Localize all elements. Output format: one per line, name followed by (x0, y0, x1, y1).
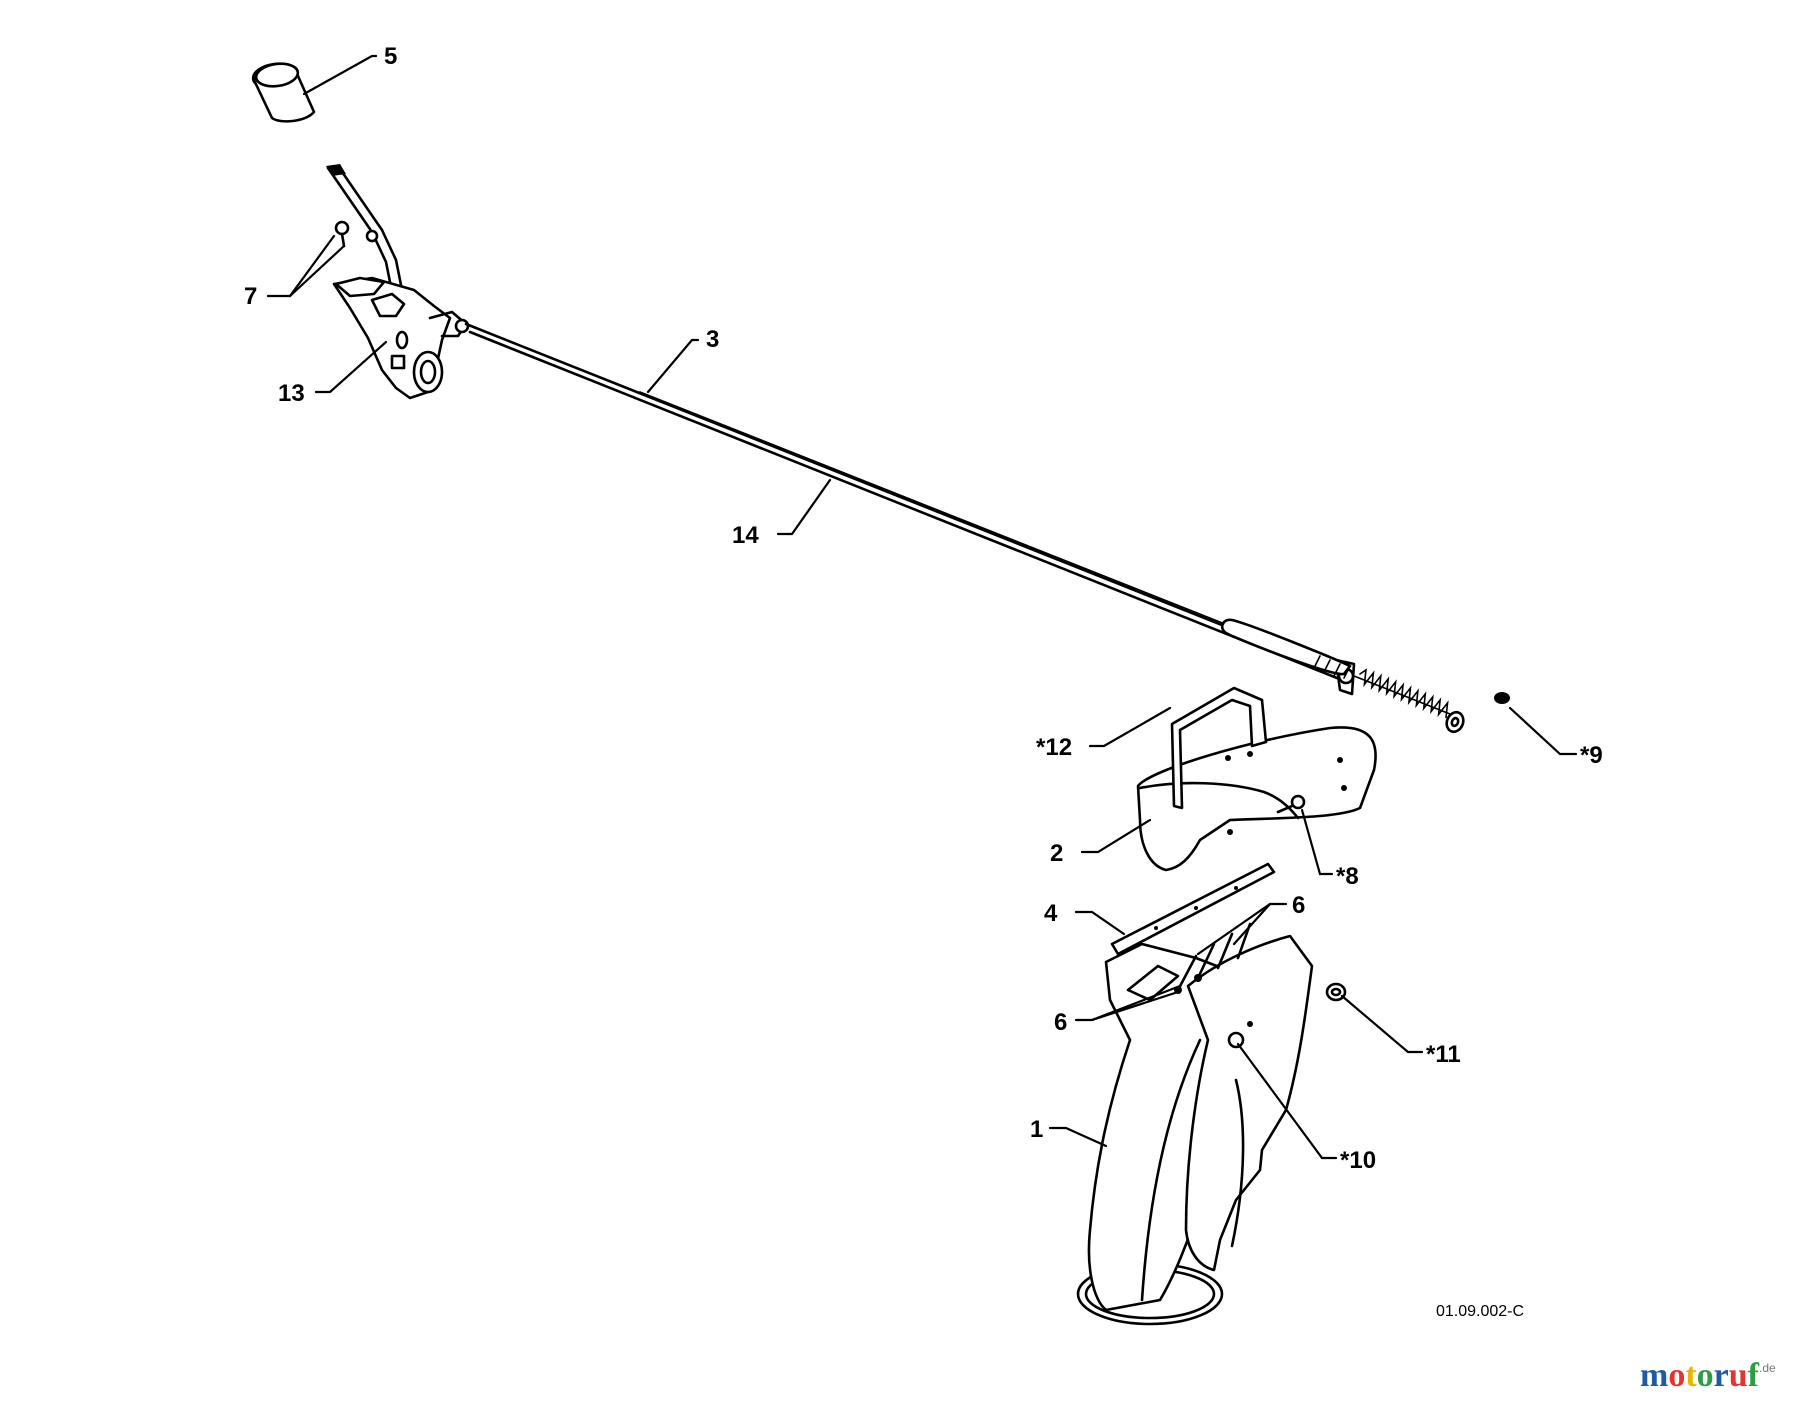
callout-6-lower: 6 (1054, 1009, 1067, 1036)
callout-12: *12 (1036, 734, 1072, 761)
callout-13: 13 (278, 380, 305, 407)
callout-1: 1 (1030, 1116, 1043, 1143)
part-lever-rod (326, 164, 404, 294)
cable-end-spring (1334, 658, 1465, 734)
callout-8: *8 (1336, 863, 1359, 890)
drawing-code: 01.09.002-C (1436, 1303, 1524, 1320)
callout-3: 3 (706, 326, 719, 353)
wm-letter-1: o (1668, 1357, 1685, 1394)
part-9-nut (1494, 692, 1510, 704)
callout-5: 5 (384, 43, 397, 70)
callout-2: 2 (1050, 840, 1063, 867)
watermark-logo: motoruf.de (1640, 1357, 1776, 1394)
callout-6-upper: 6 (1292, 892, 1305, 919)
callout-14: 14 (732, 522, 759, 549)
part-13-bracket (332, 276, 470, 400)
wm-letter-3: o (1697, 1357, 1714, 1394)
callout-11: *11 (1426, 1041, 1461, 1068)
wm-letter-4: r (1714, 1357, 1729, 1394)
spring-coils (1359, 668, 1449, 719)
part-1-chute (1076, 934, 1314, 1326)
callout-10: *10 (1340, 1147, 1376, 1174)
part-2-deflector (1136, 686, 1377, 872)
callouts: 5 7 13 3 14 *12 *9 2 *8 4 6 6 *11 1 *10 (244, 43, 1603, 1174)
callout-4: 4 (1044, 900, 1058, 927)
wm-letter-2: t (1685, 1357, 1697, 1394)
part-4-strip (1110, 862, 1276, 956)
callout-9: *9 (1580, 742, 1603, 769)
callout-7: 7 (244, 283, 257, 310)
leader-lines (266, 54, 1578, 1160)
part-12-spring-pin (1220, 618, 1352, 679)
wm-letter-5: u (1729, 1357, 1748, 1394)
wm-letter-6: f (1748, 1357, 1760, 1394)
svg-text:motoruf.de: motoruf.de (1640, 1357, 1776, 1394)
part-3-14-cable (464, 322, 1354, 686)
part-5-knob (251, 62, 316, 123)
wm-suffix: .de (1759, 1361, 1776, 1375)
wm-letter-0: m (1640, 1357, 1668, 1394)
part-11-nut (1325, 982, 1347, 1002)
